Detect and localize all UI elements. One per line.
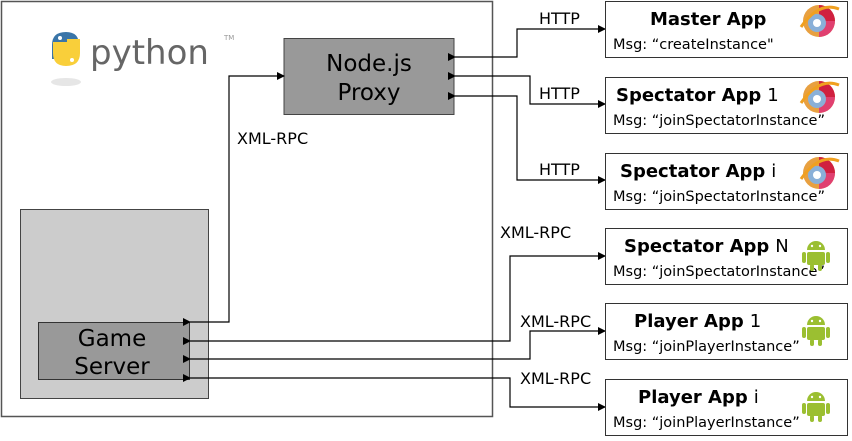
- game-server-label-1: Game: [78, 326, 146, 352]
- python-tm: TM: [223, 34, 234, 42]
- link-label: HTTP: [539, 160, 580, 179]
- app-box-3: Spectator App N Msg: “joinSpectatorInstanc…: [605, 228, 848, 285]
- link-label: XML-RPC: [520, 369, 591, 388]
- app-suffix: i: [771, 161, 776, 182]
- proxy-label-2: Proxy: [337, 80, 400, 106]
- app-title: Player App: [638, 387, 748, 408]
- link-label: HTTP: [539, 9, 580, 28]
- http-spectatori-connector: [448, 92, 606, 184]
- app-msg: Msg: “joinSpectatorInstance”: [613, 189, 825, 205]
- link-label: XML-RPC: [500, 223, 571, 242]
- link-label: XML-RPC: [520, 312, 591, 331]
- app-suffix: i: [754, 387, 759, 408]
- xml-playeri-connector: [183, 374, 606, 411]
- app-msg: Msg: “joinSpectatorInstance”: [613, 113, 825, 129]
- python-logo-text: python: [90, 33, 209, 73]
- game-server-label-2: Server: [74, 354, 150, 380]
- app-msg: Msg: “joinPlayerInstance”: [613, 415, 800, 431]
- python-logo: python TM: [51, 32, 234, 86]
- http-master-connector: [448, 25, 606, 61]
- app-suffix: N: [775, 236, 788, 257]
- app-title: Spectator App: [616, 85, 761, 106]
- app-suffix: 1: [750, 311, 761, 332]
- app-msg: Msg: “joinSpectatorInstance”: [613, 264, 825, 280]
- link-label: HTTP: [539, 84, 580, 103]
- app-title: Master App: [650, 9, 767, 30]
- xml-player1-connector: [183, 327, 606, 363]
- svg-text:Master App: Master App: [650, 9, 767, 30]
- app-title: Player App: [634, 311, 744, 332]
- app-suffix: 1: [767, 85, 778, 106]
- proxy-label-1: Node.js: [326, 51, 412, 77]
- nodejs-proxy-box: Node.js Proxy: [283, 38, 455, 115]
- game-server-box: Game Server: [38, 322, 190, 380]
- link-label: XML-RPC: [237, 129, 308, 148]
- app-title: Spectator App: [620, 161, 765, 182]
- app-msg: Msg: “joinPlayerInstance”: [613, 339, 800, 355]
- app-msg: Msg: “createInstance": [613, 37, 774, 53]
- app-title: Spectator App: [624, 236, 769, 257]
